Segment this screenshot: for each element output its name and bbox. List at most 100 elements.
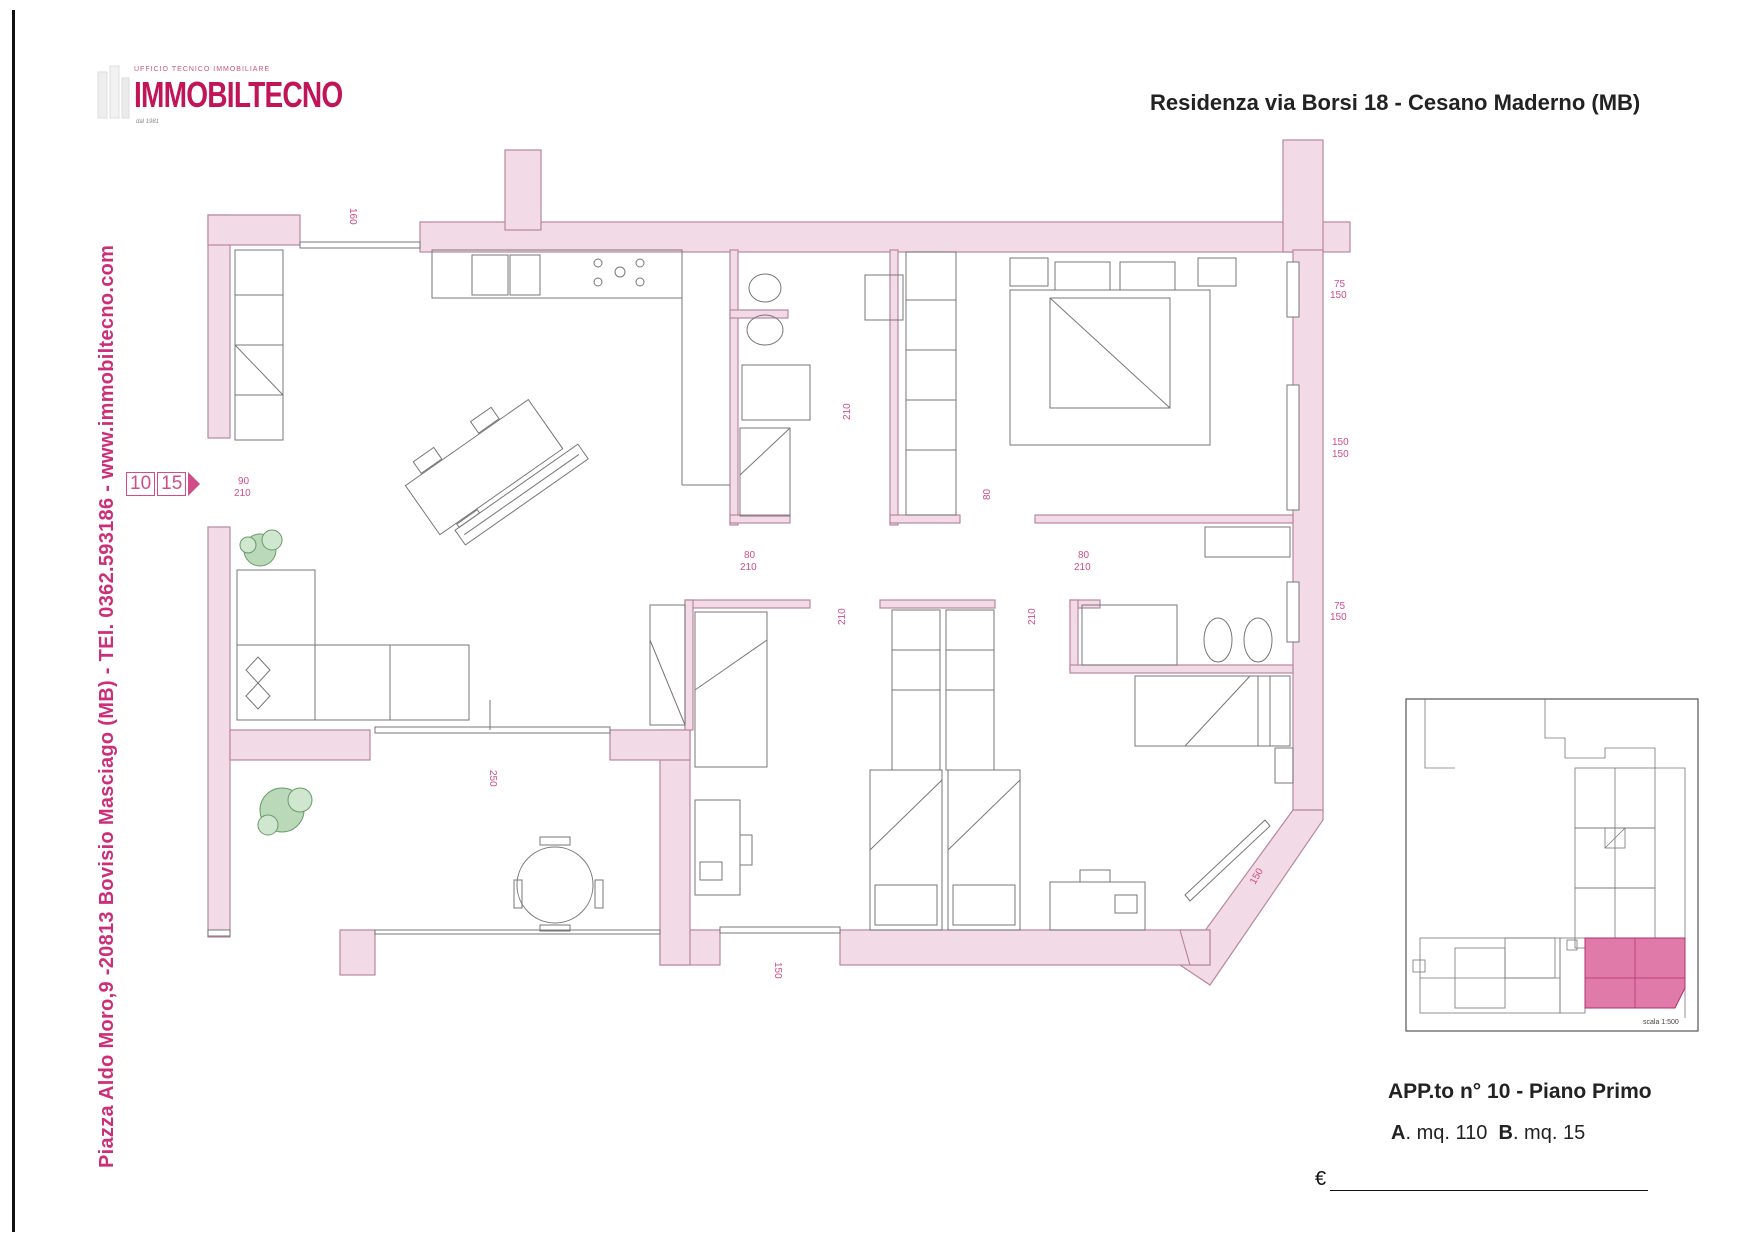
wall-north-b bbox=[419, 221, 1351, 253]
logo-name: IMMOBILTECNO bbox=[134, 74, 343, 115]
dim-bath2-win-w: 75 bbox=[1334, 601, 1346, 612]
dim-hall-door2-h: 210 bbox=[1074, 562, 1091, 573]
window-east-3 bbox=[1286, 581, 1300, 643]
sink-1 bbox=[864, 274, 904, 321]
wall-bed3-west bbox=[684, 599, 694, 731]
apartment-title: APP.to n° 10 - Piano Primo bbox=[1388, 1080, 1652, 1103]
unit-tag-arrow bbox=[188, 472, 201, 496]
bidet-2 bbox=[1243, 617, 1273, 663]
window-north bbox=[299, 241, 421, 249]
desk-right bbox=[1049, 881, 1146, 931]
wall-bath1-south bbox=[729, 514, 791, 524]
dim-closet-1: 210 bbox=[842, 403, 853, 420]
wall-bath1-west bbox=[729, 249, 739, 526]
wall-bath1-mid bbox=[729, 309, 789, 319]
terrace-rail bbox=[374, 929, 661, 935]
wall-master-south bbox=[1034, 514, 1294, 524]
wall-bath2-south bbox=[1069, 664, 1294, 674]
wall-south-corner-fill bbox=[1179, 929, 1211, 966]
page-border-left bbox=[12, 10, 15, 1232]
bed-right bbox=[1134, 675, 1271, 747]
windows bbox=[207, 241, 1300, 937]
cushion-icon bbox=[245, 656, 271, 710]
dim-bath1-door-h: 210 bbox=[740, 562, 757, 573]
unit-tag-b: 15 bbox=[157, 472, 187, 496]
dim-hall-door1-w: 80 bbox=[982, 488, 993, 500]
unit-tag-a: 10 bbox=[126, 472, 156, 496]
wall-bed3-north bbox=[684, 599, 811, 609]
window-south bbox=[719, 926, 841, 934]
key-plan-scale: scala 1:500 bbox=[1643, 1019, 1679, 1026]
furniture bbox=[234, 249, 1294, 932]
plant-icon bbox=[239, 529, 283, 567]
wall-west-upper bbox=[207, 214, 231, 439]
apartment-areas: A. mq. 110 B. mq. 15 bbox=[1391, 1122, 1585, 1145]
unit-tag: 10 15 bbox=[126, 472, 201, 496]
terrace-table bbox=[513, 836, 604, 932]
wall-north-tower-left bbox=[504, 149, 542, 231]
area-a-value: . mq. 110 bbox=[1405, 1122, 1488, 1144]
company-logo: UFFICIO TECNICO IMMOBILIARE IMMOBILTECNO… bbox=[96, 64, 343, 132]
dim-living-slider: 250 bbox=[487, 770, 498, 787]
window-east-2 bbox=[1286, 384, 1300, 511]
dim-hall-door2-w: 80 bbox=[1078, 550, 1090, 561]
bed-twin-1 bbox=[869, 769, 943, 931]
dim-closet-3: 210 bbox=[1027, 608, 1038, 625]
master-bed bbox=[1009, 289, 1211, 446]
hob-icon bbox=[593, 258, 645, 287]
wc-2 bbox=[1203, 617, 1233, 663]
kitchen-counter bbox=[431, 249, 683, 299]
wall-east bbox=[1292, 249, 1324, 813]
bathtub-2 bbox=[1081, 604, 1178, 666]
price-blank-line bbox=[1330, 1170, 1649, 1191]
wall-terrace-east bbox=[659, 729, 691, 966]
floor-plan: .w { fill:#f2dbe6; stroke:#b9879e; strok… bbox=[207, 139, 1351, 986]
dim-master-win2-w: 150 bbox=[1332, 437, 1349, 448]
wall-terrace-nw bbox=[229, 729, 371, 761]
wall-terrace-sw-post bbox=[339, 929, 376, 976]
shower-1 bbox=[741, 364, 811, 421]
bed-twin-2 bbox=[947, 769, 1021, 931]
dim-closet-2: 210 bbox=[837, 608, 848, 625]
bed-left bbox=[694, 611, 768, 768]
wall-terrace-ne bbox=[609, 729, 691, 761]
dim-master-win2-h: 150 bbox=[1332, 449, 1349, 460]
area-b-value: . mq. 15 bbox=[1512, 1122, 1586, 1144]
dim-entry-h: 210 bbox=[234, 488, 251, 499]
sofa bbox=[236, 644, 470, 721]
key-plan: scala 1:500 bbox=[1405, 698, 1699, 1032]
bath1-cabinet bbox=[739, 427, 791, 517]
wall-bath2-west bbox=[1069, 599, 1079, 671]
dining-table bbox=[404, 398, 589, 546]
closet-master bbox=[905, 251, 957, 516]
window-east-1 bbox=[1286, 261, 1300, 318]
price-field: € bbox=[1315, 1168, 1649, 1191]
wall-north-tower-right bbox=[1282, 139, 1324, 253]
dim-master-win1-h: 150 bbox=[1330, 290, 1347, 301]
wall-west-lower bbox=[207, 526, 231, 938]
bidet-1 bbox=[746, 314, 784, 346]
area-a-label: A bbox=[1391, 1122, 1406, 1144]
wall-south-right bbox=[839, 929, 1211, 966]
walls bbox=[207, 139, 1351, 986]
plant-icon-terrace bbox=[257, 787, 313, 836]
window-terrace-west bbox=[207, 929, 231, 937]
dim-bottom-win: 150 bbox=[772, 962, 783, 979]
logo-tagline: UFFICIO TECNICO IMMOBILIARE bbox=[134, 66, 271, 73]
wall-north-a bbox=[207, 214, 301, 246]
dimension-labels: 160 90 210 80 210 75 150 150 150 80 80 2… bbox=[234, 208, 1349, 979]
dim-master-win1-w: 75 bbox=[1334, 279, 1346, 290]
dim-bath2-win-h: 150 bbox=[1330, 612, 1347, 623]
key-plan-highlight bbox=[1584, 937, 1686, 1009]
wall-bed2-north bbox=[879, 599, 996, 609]
dim-entry-w: 90 bbox=[238, 476, 250, 487]
wall-closet-west bbox=[889, 249, 899, 526]
sink-2 bbox=[1204, 526, 1291, 558]
window-living-slider bbox=[374, 726, 611, 734]
logo-since: dal 1981 bbox=[136, 119, 160, 125]
window-corner bbox=[1184, 819, 1271, 902]
logo-building-icon bbox=[97, 65, 130, 119]
euro-symbol: € bbox=[1315, 1168, 1327, 1190]
wall-closet-south bbox=[889, 514, 961, 524]
bed-left-wardrobe bbox=[649, 604, 686, 726]
